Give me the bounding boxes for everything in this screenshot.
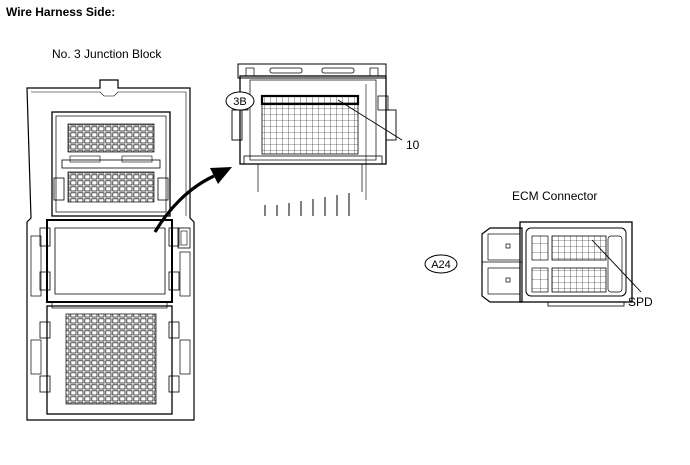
connector-code-badge: [225, 91, 255, 111]
connector-code-3b: 3B: [233, 96, 246, 108]
pin-number-10: 10: [406, 138, 420, 152]
junction-block: No. 3 Junction Block: [26, 47, 195, 421]
connector-code-a24: A24: [431, 259, 451, 271]
pointer-arrow: [153, 167, 232, 233]
connector-code-badge: [424, 254, 458, 274]
connector-3b: 3B 10: [225, 63, 420, 216]
junction-block-label: No. 3 Junction Block: [52, 47, 162, 61]
ecm-connector-label: ECM Connector: [512, 189, 597, 203]
page-title: Wire Harness Side:: [6, 5, 116, 19]
pin-label-spd: SPD: [628, 295, 653, 309]
ecm-connector: ECM Connector A24 SPD: [424, 189, 653, 309]
